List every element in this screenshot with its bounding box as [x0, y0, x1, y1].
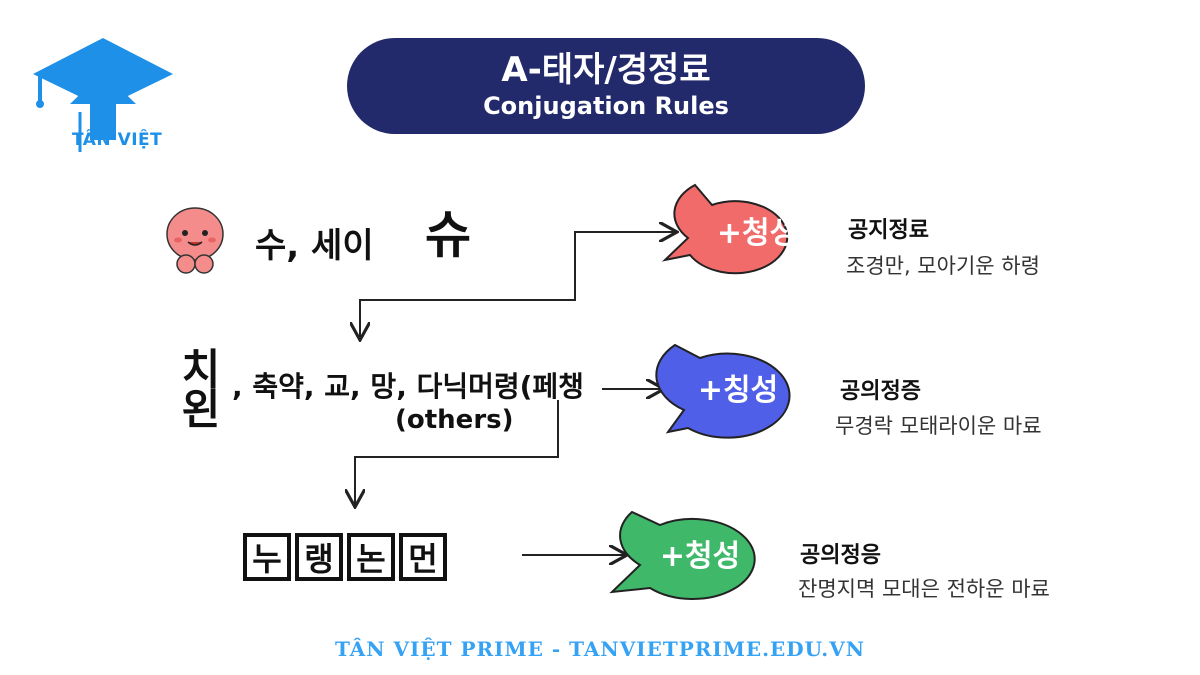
desc-2-title: 공의정증	[840, 379, 921, 404]
row2-subtext: (others)	[395, 405, 514, 435]
desc-3-body: 잔명지멱 모대은 전하운 마료	[798, 577, 1050, 601]
page-title: A-태자/경정료	[501, 50, 711, 90]
bubble-1-label: +청성	[717, 216, 797, 251]
row3-boxed-chars: 누 랭 논 먼	[243, 533, 447, 581]
pink-blob-mascot-icon	[166, 207, 224, 274]
boxed-char: 먼	[399, 533, 447, 581]
speech-bubble-2: +칭성	[655, 343, 791, 439]
bubble-3-label: +청성	[660, 539, 740, 574]
graduation-cap-logo-icon	[33, 38, 173, 152]
bubble-2-label: +칭성	[698, 373, 778, 408]
row1-big-char: 슈	[425, 206, 471, 264]
speech-bubble-3: +청성	[609, 510, 756, 600]
logo-text: TÂN VIỆT	[72, 130, 163, 150]
row2-text: , 축약, 교, 망, 다닉머령(페챙	[232, 370, 584, 403]
desc-1-title: 공지정료	[848, 218, 929, 243]
desc-1-body: 조경만, 모아기운 하령	[846, 254, 1040, 278]
title-banner: A-태자/경정료 Conjugation Rules	[347, 38, 865, 134]
boxed-char: 랭	[295, 533, 343, 581]
footer-text: TÂN VIỆT PRIME - TANVIETPRIME.EDU.VN	[334, 637, 866, 661]
arrow-row1-to-bubble1	[359, 232, 675, 340]
boxed-char: 논	[347, 533, 395, 581]
speech-bubble-1: +청성	[661, 183, 797, 275]
arrow-row2-down	[355, 400, 559, 505]
desc-2-body: 무경락 모태라이운 마료	[835, 414, 1042, 438]
boxed-char: 누	[243, 533, 291, 581]
desc-3-title: 공의정응	[800, 543, 881, 568]
row1-text: 수, 세이	[255, 226, 374, 266]
page-subtitle: Conjugation Rules	[483, 92, 729, 120]
